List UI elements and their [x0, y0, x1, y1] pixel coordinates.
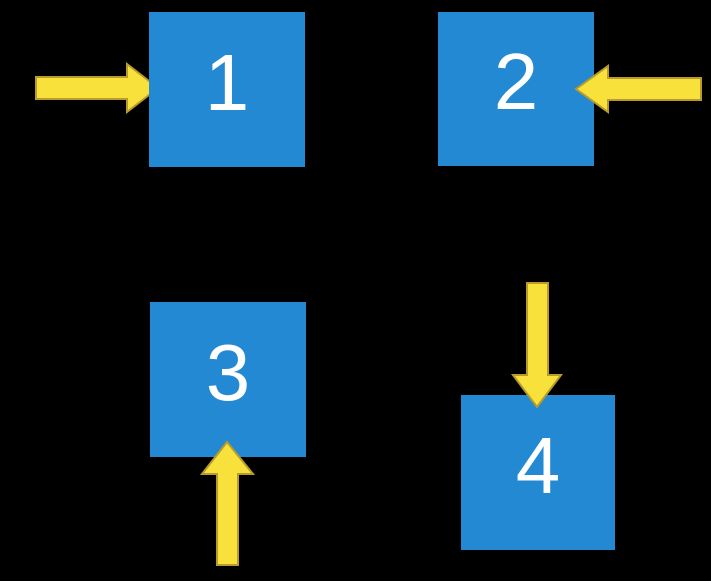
- square-2-label: 2: [493, 37, 539, 126]
- arrow-down-icon: [511, 282, 563, 409]
- square-1: 1: [149, 12, 305, 167]
- square-2: 2: [438, 12, 594, 166]
- arrow-left-icon: [574, 64, 702, 114]
- square-4-label: 4: [515, 420, 561, 510]
- arrow-up-icon: [199, 440, 256, 566]
- square-3: 3: [150, 302, 306, 457]
- arrow-right-icon: [35, 61, 160, 115]
- square-4: 4: [461, 395, 615, 550]
- square-3-label: 3: [205, 327, 251, 417]
- square-1-label: 1: [204, 37, 250, 127]
